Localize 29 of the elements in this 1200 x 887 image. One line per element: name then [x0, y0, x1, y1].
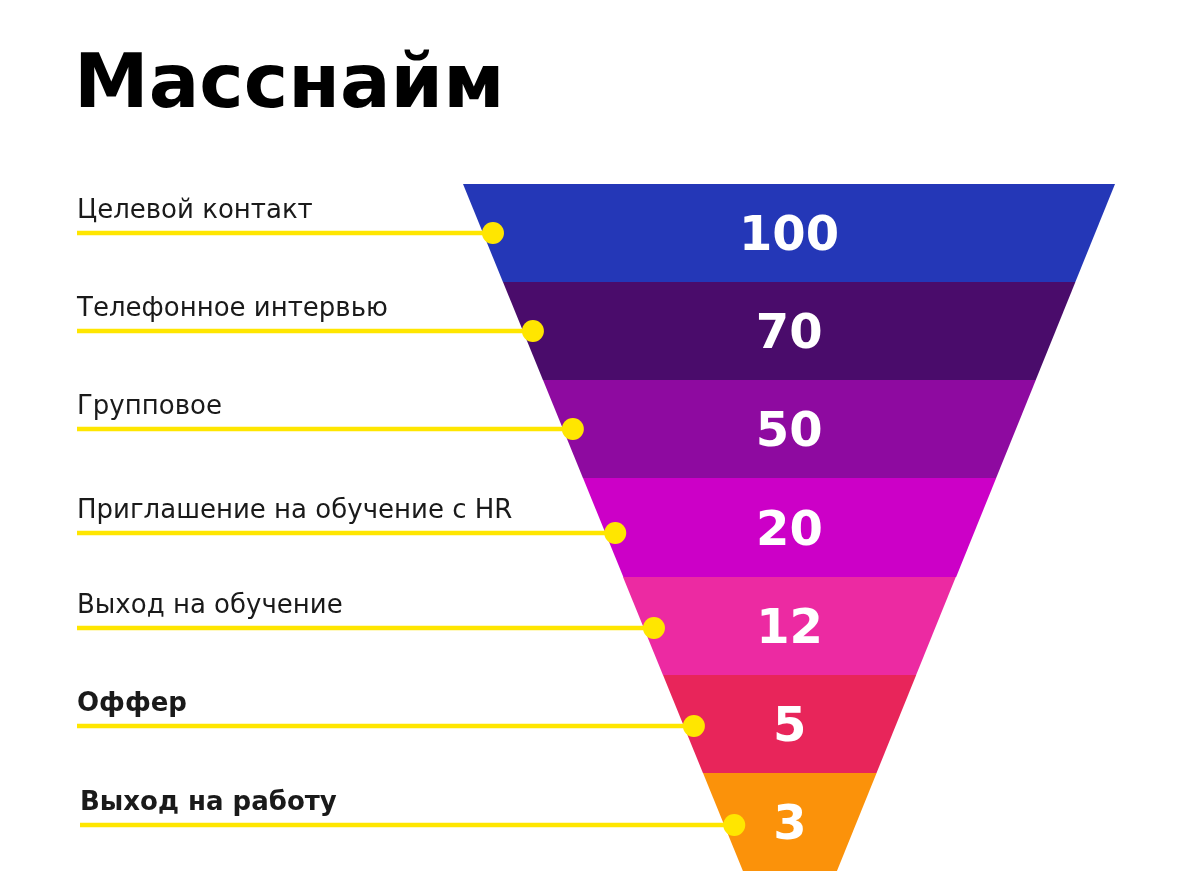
funnel-band	[582, 478, 996, 577]
leader-line	[77, 715, 705, 737]
stage-count: 12	[756, 602, 823, 650]
stage-label: Оффер	[77, 687, 187, 718]
leader-line	[77, 320, 544, 342]
stage-label: Телефонное интервью	[77, 292, 388, 323]
stage-label: Целевой контакт	[77, 194, 313, 225]
funnel-band	[663, 675, 917, 773]
stage-count: 70	[755, 307, 823, 355]
funnel-band	[623, 577, 956, 675]
funnel-band	[542, 380, 1036, 478]
stage-count: 100	[738, 209, 840, 257]
stage-label: Выход на обучение	[77, 589, 343, 620]
stage-count: 20	[756, 503, 823, 552]
stage-label: Групповое	[77, 390, 222, 421]
leader-line	[77, 617, 665, 639]
funnel-band	[502, 282, 1076, 380]
funnel-band	[463, 184, 1115, 282]
stage-label: Выход на работу	[80, 786, 337, 817]
leader-line	[77, 418, 584, 440]
leader-line	[80, 814, 746, 836]
leader-line	[77, 222, 504, 244]
stage-count: 5	[773, 700, 807, 748]
stage-count: 3	[773, 798, 807, 846]
title: Масснайм	[74, 44, 505, 119]
leader-line	[77, 522, 627, 544]
stage-count: 50	[755, 405, 823, 453]
stage-label: Приглашение на обучение с HR	[77, 494, 513, 525]
funnel-band	[703, 773, 877, 871]
